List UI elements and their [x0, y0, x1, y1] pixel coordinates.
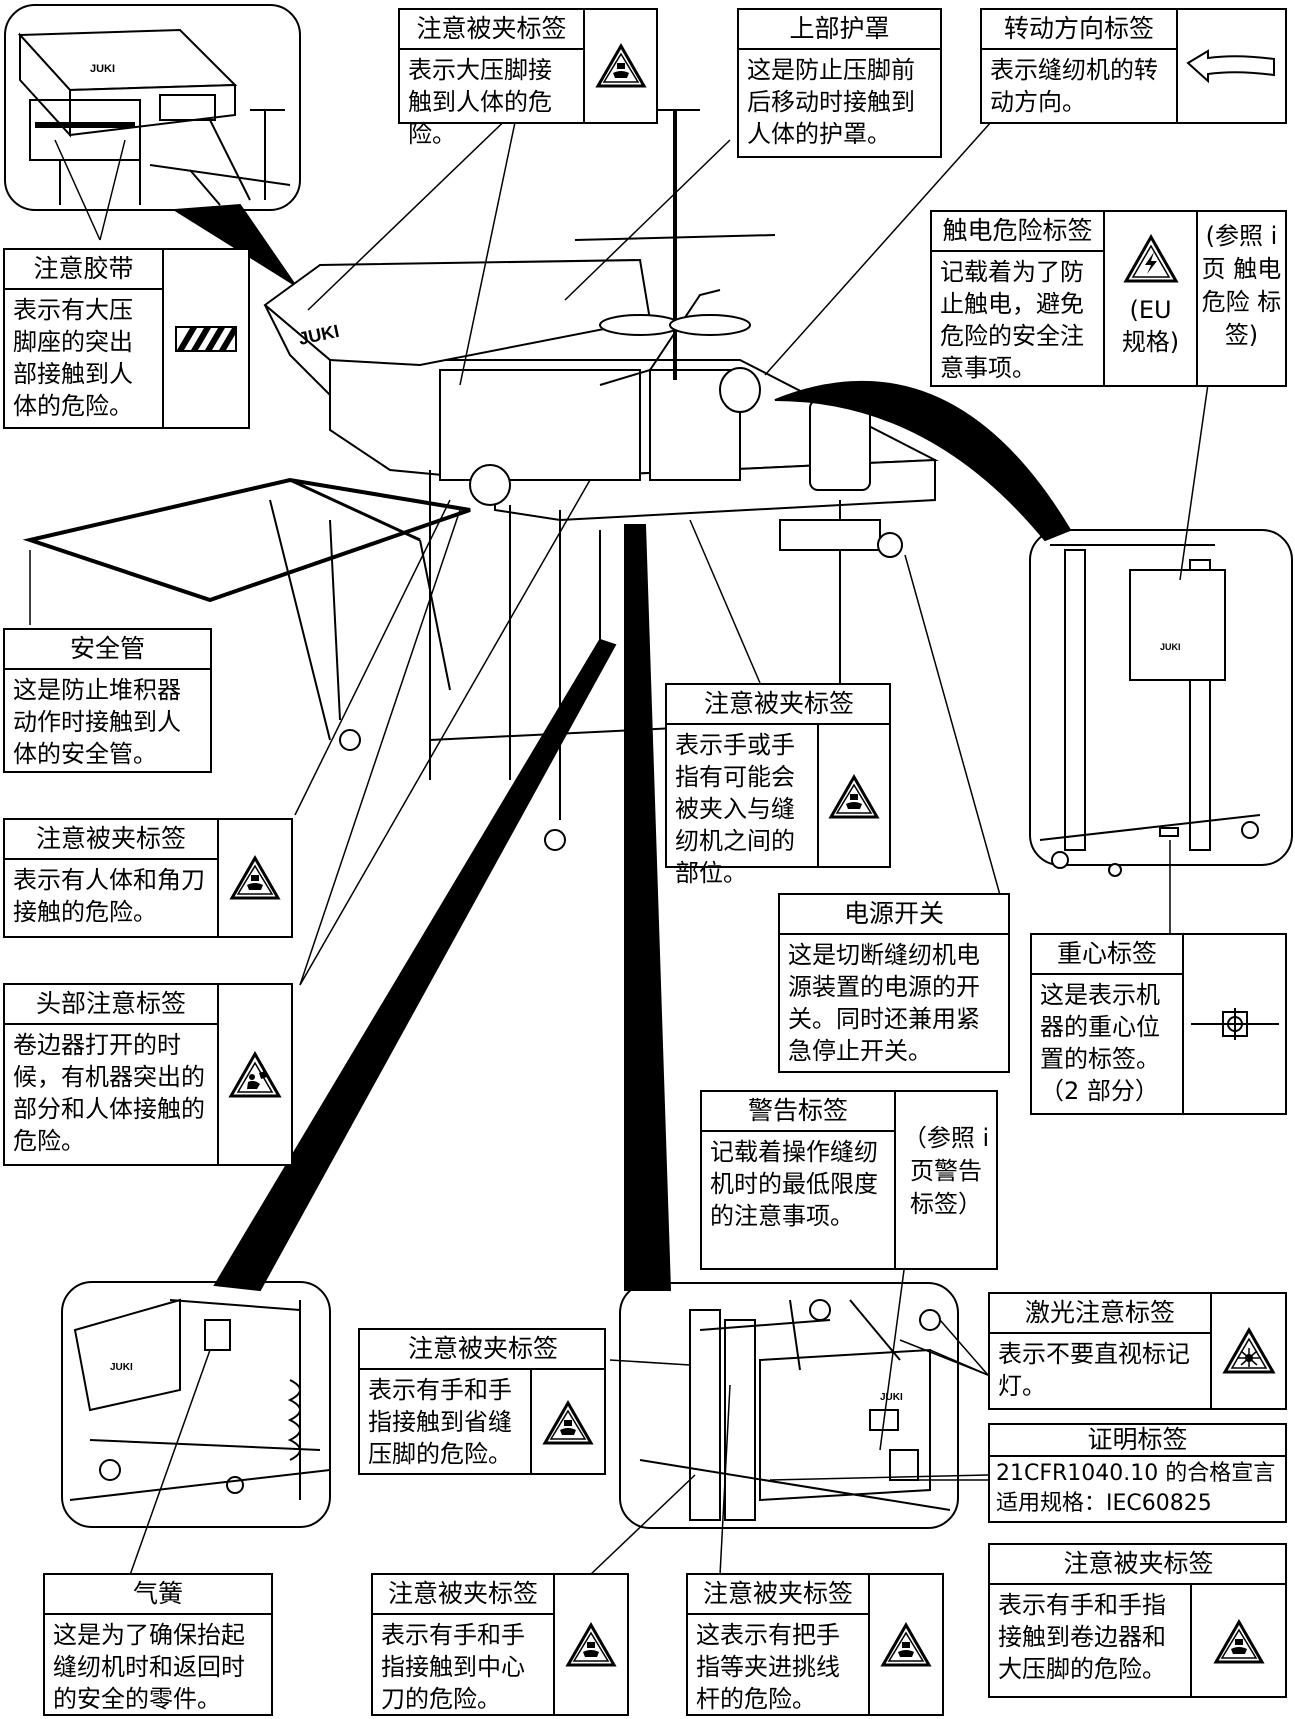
inset-pointer-bottom-middle: [624, 524, 672, 1291]
eu-spec-note: (EU 规格): [1121, 296, 1180, 356]
inset-top-left: [4, 4, 301, 211]
label-box-pinch-mid: 注意被夹标签 表示手或手指有可能会被夹入与缝纫机之间的部位。: [665, 683, 891, 887]
inset-top-left-drawing: [17, 28, 291, 206]
pinch-warning-icon: [530, 1370, 604, 1475]
inset-pointer-right: [774, 380, 1072, 542]
label-text: 这是切断缝纫机电源装置的电源的开关。同时还兼用紧急停止开关。: [788, 941, 980, 1065]
pinch-warning-icon: [553, 1575, 627, 1714]
label-box-laser: 激光注意标签 表示不要直视标记灯。: [988, 1292, 1287, 1410]
inset-right-drawing: JUKI: [1039, 544, 1261, 877]
pinch-warning-icon: [1190, 1585, 1285, 1698]
label-box-electric: 触电危险标签 记载着为了防止触电，避免危险的安全注意事项。 (EU 规格) (参…: [930, 210, 1287, 387]
label-box-warning: 警告标签 记载着操作缝纫机时的最低限度的注意事项。 （参照 i 页警告标签）: [700, 1090, 998, 1270]
label-title: 安全管: [5, 630, 210, 670]
label-title: 转动方向标签: [982, 10, 1176, 50]
label-box-pinch-top: 注意被夹标签 表示大压脚接触到人体的危险。: [398, 8, 658, 148]
label-title: 注意被夹标签: [688, 1575, 868, 1615]
label-title: 注意被夹标签: [5, 820, 217, 860]
label-box-head: 头部注意标签 卷边器打开的时候，有机器突出的部分和人体接触的危险。: [3, 983, 293, 1166]
label-title: 触电危险标签: [932, 212, 1103, 252]
head-caution-icon: [217, 985, 291, 1164]
warning-reference-note: （参照 i 页警告标签）: [894, 1092, 996, 1268]
label-text: 这表示有把手指等夹进挑线杆的危险。: [696, 1621, 840, 1713]
laser-warning-icon: [1210, 1294, 1285, 1408]
label-text: 这是表示机器的重心位置的标签。（2 部分）: [1040, 981, 1160, 1105]
label-text: 这是防止堆积器动作时接触到人体的安全管。: [13, 676, 181, 768]
rotation-arrow-icon: [1176, 10, 1285, 122]
label-box-pinch-center: 注意被夹标签 表示有手和手指接触到中心刀的危险。: [371, 1573, 629, 1716]
pinch-warning-icon: [817, 725, 889, 868]
label-box-tape: 注意胶带 表示有大压脚座的突出部接触到人体的危险。: [3, 248, 250, 429]
label-box-safety-pipe: 安全管 这是防止堆积器动作时接触到人体的安全管。: [3, 628, 212, 773]
label-text: 表示有大压脚座的突出部接触到人体的危险。: [13, 296, 133, 420]
label-text: 表示缝纫机的转动方向。: [990, 56, 1158, 116]
inset-right: [1029, 529, 1293, 866]
pinch-warning-icon: [868, 1575, 942, 1714]
label-title: 注意被夹标签: [360, 1330, 606, 1370]
label-title: 注意被夹标签: [373, 1575, 553, 1615]
inset-bottom-left-drawing: JUKI: [69, 1298, 331, 1501]
inset-bottom-middle: [619, 1282, 959, 1529]
svg-text:JUKI: JUKI: [1160, 642, 1181, 652]
label-box-rotation: 转动方向标签 表示缝纫机的转动方向。: [980, 8, 1287, 124]
label-title: 激光注意标签: [990, 1294, 1210, 1334]
label-box-pinch-folder: 注意被夹标签 表示有手和手指接触到卷边器和大压脚的危险。: [988, 1543, 1287, 1698]
label-text: 表示有手和手指接触到卷边器和大压脚的危险。: [998, 1591, 1166, 1683]
label-title: 警告标签: [702, 1092, 894, 1132]
label-text: 卷边器打开的时候，有机器突出的部分和人体接触的危险。: [13, 1031, 205, 1155]
pinch-warning-icon: [583, 10, 656, 122]
label-box-gas-spring: 气簧 这是为了确保抬起缝纫机时和返回时的安全的零件。: [43, 1573, 273, 1716]
label-text: 表示有手和手指接触到省缝压脚的危险。: [368, 1376, 512, 1468]
label-text: 记载着操作缝纫机时的最低限度的注意事项。: [710, 1138, 878, 1230]
label-title: 气簧: [45, 1575, 271, 1615]
label-box-pinch-dart: 注意被夹标签 表示有手和手指接触到省缝压脚的危险。: [358, 1328, 606, 1475]
label-box-gravity: 重心标签 这是表示机器的重心位置的标签。（2 部分）: [1030, 933, 1287, 1115]
label-text: 表示有人体和角刀接触的危险。: [13, 866, 205, 926]
label-title: 上部护罩: [739, 10, 940, 50]
center-of-gravity-icon: [1182, 935, 1285, 1113]
inset-pointer-top-left: [171, 203, 296, 286]
label-text: 表示大压脚接触到人体的危险。: [408, 56, 552, 148]
label-box-upper-cover: 上部护罩 这是防止压脚前后移动时接触到人体的护罩。: [737, 8, 942, 158]
juki-logo-small: JUKI: [90, 63, 115, 75]
label-title: 电源开关: [780, 895, 1008, 935]
electric-shock-icon: [1122, 233, 1179, 288]
label-title: 证明标签: [990, 1425, 1285, 1457]
label-box-pinch-lever: 注意被夹标签 这表示有把手指等夹进挑线杆的危险。: [686, 1573, 944, 1716]
label-text: 表示不要直视标记灯。: [998, 1340, 1190, 1400]
label-title: 注意被夹标签: [667, 685, 891, 725]
label-text: 21CFR1040.10 的合格宣言适用规格：IEC60825: [996, 1461, 1276, 1516]
svg-text:JUKI: JUKI: [880, 1392, 903, 1403]
inset-pointer-bottom-left: [213, 638, 617, 1292]
label-title: 重心标签: [1032, 935, 1182, 975]
label-text: 表示有手和手指接触到中心刀的危险。: [381, 1621, 525, 1713]
label-title: 注意被夹标签: [400, 10, 583, 50]
electric-reference-note: (参照 i 页 触电 危险 标签): [1196, 212, 1285, 385]
svg-text:JUKI: JUKI: [110, 1362, 133, 1373]
hatch-tape-icon: [162, 250, 248, 428]
pinch-warning-icon: [217, 820, 291, 936]
label-text: 表示手或手指有可能会被夹入与缝纫机之间的部位。: [675, 731, 795, 887]
inset-bottom-left: [61, 1281, 331, 1528]
label-title: 注意被夹标签: [990, 1545, 1287, 1585]
label-box-power: 电源开关 这是切断缝纫机电源装置的电源的开关。同时还兼用紧急停止开关。: [778, 893, 1010, 1073]
label-text: 这是防止压脚前后移动时接触到人体的护罩。: [747, 56, 915, 148]
label-box-cert: 证明标签 21CFR1040.10 的合格宣言适用规格：IEC60825: [988, 1423, 1287, 1523]
label-title: 头部注意标签: [5, 985, 217, 1025]
label-box-pinch-knife: 注意被夹标签 表示有人体和角刀接触的危险。: [3, 818, 293, 938]
inset-bottom-middle-drawing: JUKI: [639, 1299, 951, 1521]
main-machine-drawing: JUKI: [22, 109, 939, 851]
label-text: 记载着为了防止触电，避免危险的安全注意事项。: [940, 258, 1084, 382]
label-text: 这是为了确保抬起缝纫机时和返回时的安全的零件。: [53, 1621, 245, 1713]
